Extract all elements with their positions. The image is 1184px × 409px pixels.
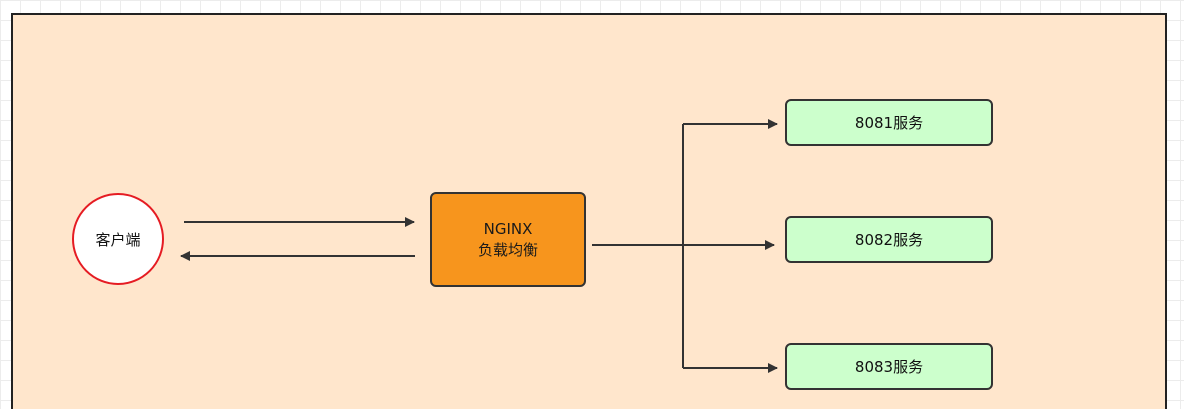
load-balancer-label: 负载均衡 xyxy=(477,240,538,259)
client-label: 客户端 xyxy=(95,230,141,249)
service-8081-label: 8081服务 xyxy=(854,114,924,132)
nginx-label: NGINX xyxy=(483,219,533,238)
nginx-load-balancer-node[interactable]: NGINX 负载均衡 xyxy=(430,192,586,287)
service-8081-node[interactable]: 8081服务 xyxy=(785,99,993,146)
service-8082-label: 8082服务 xyxy=(854,231,924,249)
service-8082-node[interactable]: 8082服务 xyxy=(785,216,993,263)
client-node[interactable]: 客户端 xyxy=(72,193,164,285)
service-8083-label: 8083服务 xyxy=(854,358,924,376)
service-8083-node[interactable]: 8083服务 xyxy=(785,343,993,390)
